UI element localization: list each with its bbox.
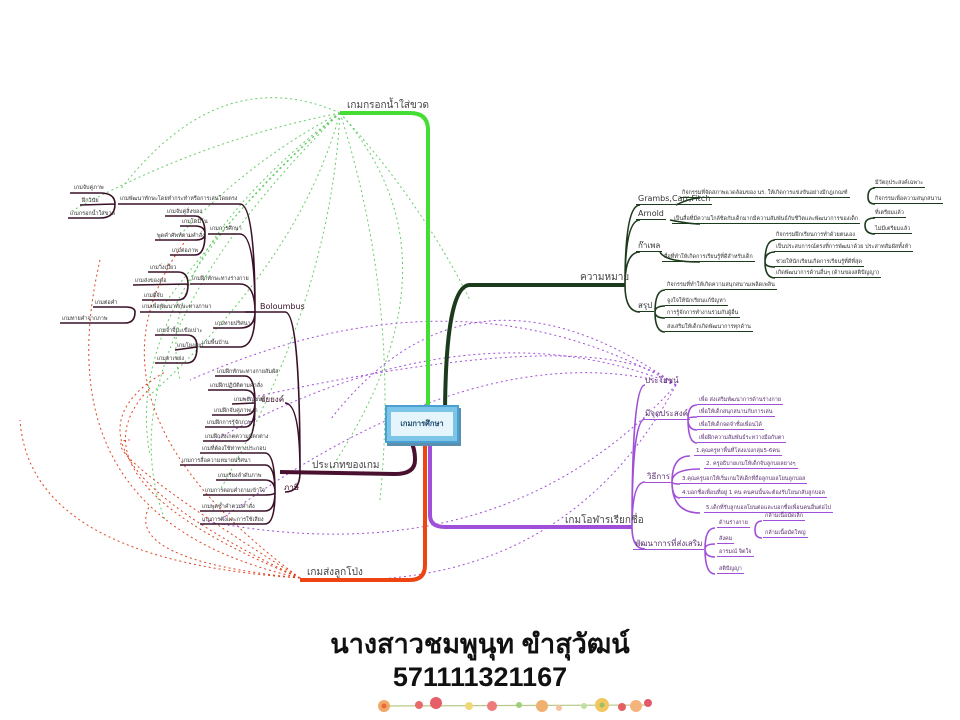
node-leaf[interactable]: เป็นประสบการณ์ตรงที่การพัฒนาด้วย ประสาทส… <box>774 244 914 252</box>
node-leaf[interactable]: ช่วยให้นักเรียนเกิดการเรียนรู้ที่ดีที่สุ… <box>774 259 864 267</box>
node-leaf[interactable]: เกมจับคู่สิ่งของ <box>167 209 203 215</box>
node-leaf[interactable]: เกมพยัญชนะ <box>234 397 265 403</box>
node-benefit[interactable]: ประโยชน์ <box>645 376 679 385</box>
node-development[interactable]: พัฒนาการที่ส่งเสริม <box>633 539 705 550</box>
node-leaf[interactable]: เพื่อฝึกความสัมพันธ์ระหว่างมือกับตา <box>697 435 787 443</box>
student-id: 571111321167 <box>392 662 568 692</box>
node-physical[interactable]: ด้านร่างกาย <box>717 520 750 528</box>
node-leaf[interactable]: เกมโยงเยก <box>177 343 204 349</box>
node-leaf[interactable]: เกมต่อคำ <box>95 300 118 306</box>
node-leaf[interactable]: เกมจ้ำจี้มะเขือเปาะ <box>157 328 203 334</box>
node-froebel[interactable]: ก๊าเพล <box>636 241 663 252</box>
node-leaf[interactable]: เกมโดมิโน <box>182 219 208 225</box>
node-b5[interactable]: เกมทายปริศนา <box>215 321 251 327</box>
node-step[interactable]: 4.บอกชื่อเพื่อนที่อยู่ 1 คน คนคนนั้นจะต้… <box>680 490 827 498</box>
node-leaf[interactable]: เกมตาเขย่ง <box>157 356 185 362</box>
node-leaf[interactable]: เกมฝึกสังเกตความแตกต่าง <box>205 434 269 440</box>
node-b1[interactable]: เกมพัฒนาทักษะโดยทำกระทำหรือการเล่นโดยตรง <box>120 196 238 202</box>
flower-border-decoration <box>378 697 652 712</box>
node-leaf[interactable]: เพื่อให้เด็กจดจำชื่อเพื่อนได้ <box>697 422 764 430</box>
node-leaf[interactable]: กิจกรรมเพื่อความสนุกสนาน <box>873 196 944 204</box>
central-topic[interactable]: เกมการศึกษา <box>385 405 459 443</box>
node-leaf[interactable]: เกมฝึกทักษะทางกายสัมผัส <box>217 369 279 375</box>
node-leaf[interactable]: เกมจับคู่ภาพ <box>74 185 104 191</box>
node-leaf[interactable]: เกมฝึกปฏิบัติตามคำสั่ง <box>210 383 263 389</box>
node-leaf[interactable]: ไม่มีเตรียมแล้ว <box>873 226 913 234</box>
node-leaf[interactable]: สติปัญญา <box>717 566 744 574</box>
node-leaf[interactable]: เกมที่ต้องใช้ท่าทางประกอบ <box>202 446 267 452</box>
node-leaf[interactable]: เกมตี่จับ <box>144 293 164 299</box>
node-leaf[interactable]: สังคม <box>717 536 735 544</box>
node-leaf[interactable]: การรู้จักการทำงานร่วมกับผู้อื่น <box>665 310 741 318</box>
node-grambs-def[interactable]: กิจกรรมที่จัดสภาพแวดล้อมของ นร. ให้เกิดก… <box>680 190 850 198</box>
node-purpose[interactable]: มีจุดประสงค์ <box>643 409 690 420</box>
node-leaf[interactable]: เพื่อ ส่งเสริมพัฒนาการด้านร่างกาย <box>697 397 784 405</box>
node-leaf[interactable]: เกิดพัฒนาการด้านอื่นๆ (ด้านของสติปัญญา) <box>774 270 882 278</box>
node-leaf[interactable]: เกมการฟังและการใช้เสียง <box>202 517 264 523</box>
branch-balloon-game[interactable]: เกมส่งลูกโป่ง <box>307 567 363 578</box>
node-leaf[interactable]: เกมกรอกน้ำใส่ขวด <box>70 211 116 217</box>
node-arnold-def[interactable]: เป็นสื่อที่มีความใกล้ชิดกับเด็กมากมีความ… <box>672 216 861 224</box>
node-leaf[interactable]: มีวัตถุประสงค์เฉพาะ <box>873 180 926 188</box>
node-b6[interactable]: เกมพื้นบ้าน <box>202 340 229 346</box>
node-leaf[interactable]: กล้ามเนื้อมัดเล็ก <box>763 513 806 521</box>
node-leaf[interactable]: เกมการตอบคำถามเข้าใจ <box>205 488 266 494</box>
node-leaf[interactable]: เกมฝึกการรู้จักภาพ <box>207 420 252 426</box>
node-leaf[interactable]: อารมณ์ จิตใจ <box>717 549 754 557</box>
branch-name-calling-game[interactable]: เกมโอฬารเรียกชื่อ <box>565 515 644 526</box>
node-grambs[interactable]: Grambs,Carr,Fitch <box>636 194 713 205</box>
node-leaf[interactable]: เกมทายคำจากภาพ <box>62 316 108 322</box>
node-leaf[interactable]: เกมวิ่งเปี้ยว <box>150 265 177 271</box>
node-step[interactable]: 2. ครูอธิบายเกมให้เด็กจับลูกบอลยางๆ <box>704 461 798 469</box>
node-b2[interactable]: เกมการศึกษา <box>210 226 242 232</box>
node-arnold[interactable]: Arnold <box>636 209 666 220</box>
node-leaf[interactable]: กล้ามเนื้อมัดใหญ่ <box>763 530 808 538</box>
node-pasi[interactable]: ภาษี <box>284 483 300 492</box>
node-leaf[interactable]: เกมส่งของต่อ <box>135 278 167 284</box>
node-leaf[interactable]: เกมต่อภาพ <box>172 248 199 254</box>
node-leaf[interactable]: เกมเรียงลำดับภาพ <box>218 473 262 479</box>
node-chaiyong[interactable]: ชัยยงค์ <box>260 395 285 404</box>
node-leaf[interactable]: กิจกรรมฝึกเรียนการทำด้วยตนเอง <box>774 232 857 240</box>
node-b3[interactable]: เกมฝึกทักษะทางร่างกาย <box>192 276 249 282</box>
node-leaf[interactable]: ส่งเสริมให้เด็กเกิดพัฒนาการทุกด้าน <box>665 324 753 332</box>
node-leaf[interactable]: พูดคำศัพท์ตามคำสั่ง <box>157 233 205 239</box>
node-leaf[interactable]: จูงใจให้นักเรียนแก้ปัญหา <box>665 298 728 306</box>
node-step[interactable]: 3.คุณครูบอกให้เริ่มเกมให้เด็กที่ถือลูกบอ… <box>680 476 808 484</box>
node-leaf[interactable]: ที่เตรียมแล้ว <box>873 210 906 218</box>
branch-meaning[interactable]: ความหมาย <box>580 272 630 283</box>
node-leaf[interactable]: เกมพูดซ้ำคำตามคำสั่ง <box>202 504 255 510</box>
node-summary[interactable]: สรุป <box>636 301 655 312</box>
node-step[interactable]: 1.คุณครูหาพื้นที่โล่งแบ่งกลุ่ม5-6คน <box>694 448 782 456</box>
central-topic-label: เกมการศึกษา <box>391 412 453 436</box>
node-leaf[interactable]: กิจกรรมที่ทำให้เกิดความสนุกสนานเพลิดเพลิ… <box>665 282 777 290</box>
author-name: นางสาวชมพูนุท ขำสุวัฒน์ <box>330 629 630 659</box>
flower-icon <box>378 697 652 712</box>
node-step[interactable]: 5.เด็กที่รับลูกบอลโยนต่อและบอกชื่อเพื่อน… <box>704 505 834 513</box>
branch-water-bottle-game[interactable]: เกมกรอกน้ำใส่ขวด <box>347 100 429 111</box>
node-boloumbus[interactable]: Boloumbus <box>260 302 305 311</box>
node-leaf[interactable]: ฝึกวินัย <box>82 198 99 204</box>
node-leaf[interactable]: เกมการสื่อความหมายปริศนา <box>182 458 251 464</box>
node-method[interactable]: วิธีการ <box>645 472 673 483</box>
node-b4[interactable]: เกมเพื่อพัฒนาทักษะทางภาษา <box>142 304 212 310</box>
node-leaf[interactable]: เกมฝึกจับคู่ภาพเงา <box>214 408 258 414</box>
node-froebel-def[interactable]: สื่อที่ทำให้เกิดการเรียนรู้ที่ดีสำหรับเด… <box>662 254 755 262</box>
node-leaf[interactable]: เพื่อให้เด็กสนุกสนานกับการเล่น <box>697 409 775 417</box>
dashed-relations <box>19 97 677 581</box>
branch-game-types[interactable]: ประเภทของเกม <box>312 460 380 471</box>
